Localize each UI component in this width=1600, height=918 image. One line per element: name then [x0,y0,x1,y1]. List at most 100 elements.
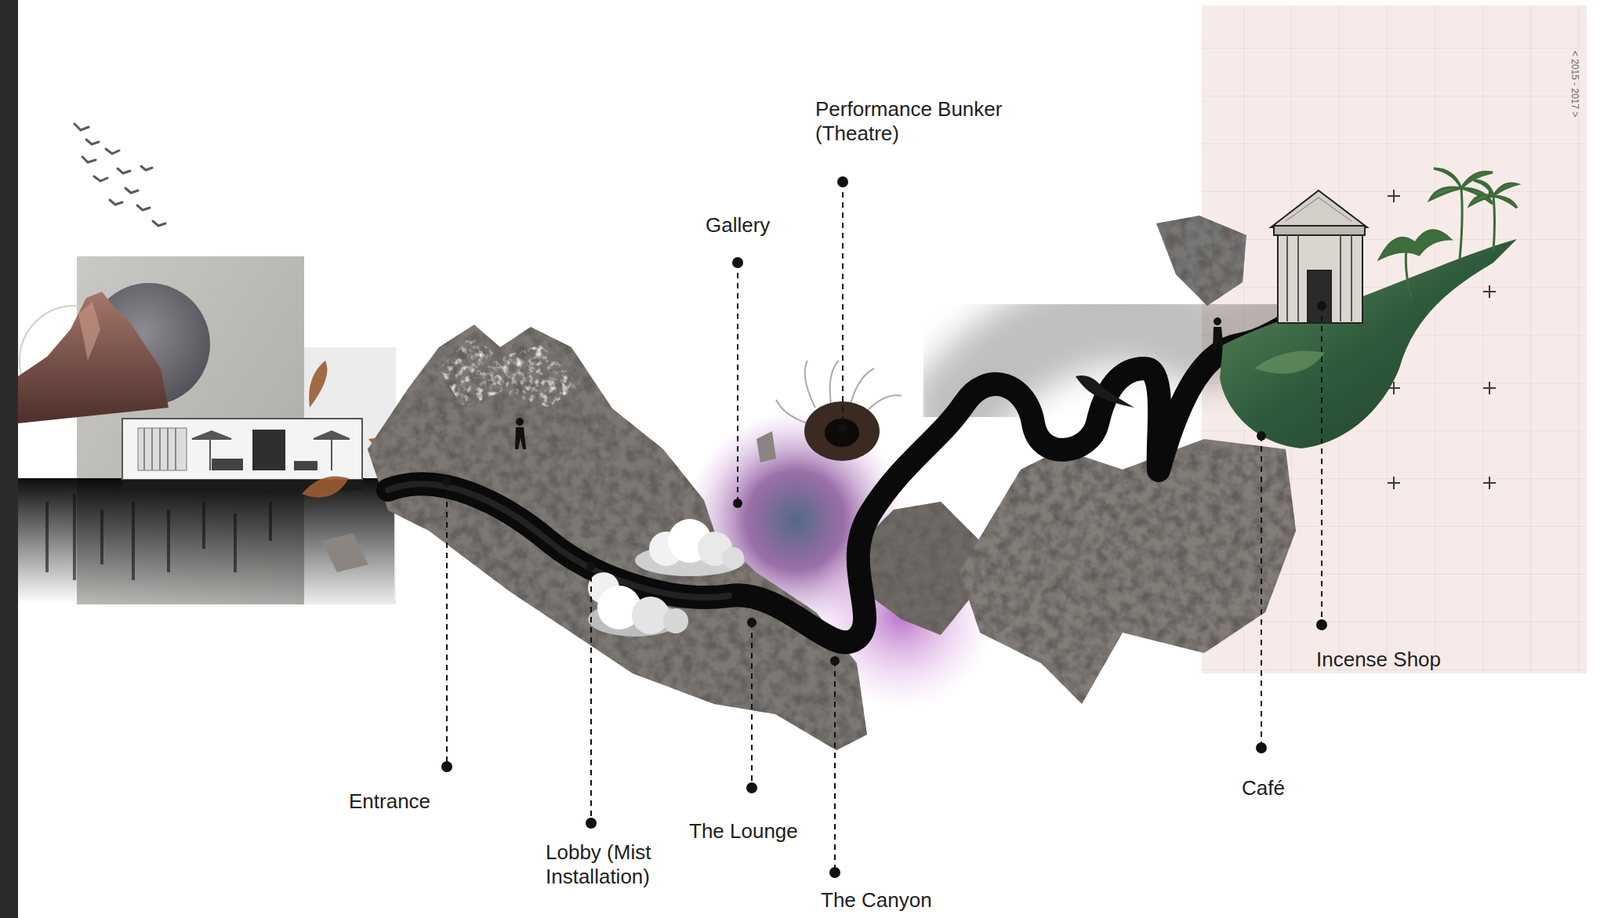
clouds [634,518,745,577]
cafe-landscape [1379,230,1451,259]
clouds [663,608,689,634]
cafe-landscape [1277,235,1363,323]
figures [515,427,527,450]
callout-label: Café [1241,776,1285,801]
birds [74,123,89,131]
rock-terrain [321,215,1296,751]
cafe-landscape [1285,197,1352,222]
entrance-collage [252,429,286,471]
callout-label: Lobby (Mist Installation) [545,840,742,889]
leader-dots [838,424,848,434]
leader-dots [585,817,597,829]
performance-bunker [824,418,860,447]
leader-lines [736,262,739,504]
leader-lines [841,181,844,429]
rock-terrain [439,337,581,408]
leader-lines [834,660,836,873]
clouds [587,518,745,637]
callout-label: The Canyon [820,888,933,913]
leader-dots [1255,742,1267,754]
entrance-collage [313,431,350,471]
cafe-landscape [1254,351,1325,374]
leader-dots [1316,619,1328,631]
cafe-landscape [1219,168,1517,449]
performance-bunker [776,360,902,461]
entrance-collage [47,493,271,581]
birds [74,123,166,226]
birds [82,156,96,163]
leader-dots [829,867,841,879]
callout-label: The Lounge [689,819,799,844]
birds [109,199,123,205]
cafe-landscape [1287,235,1352,322]
cafe-landscape [1307,270,1332,323]
figures [515,317,1224,450]
leader-dots [441,761,453,773]
leader-lines [446,481,448,767]
leader-dots [1256,431,1267,441]
rock-terrain [367,324,868,751]
leader-lines [590,565,592,824]
callout-label: Incense Shop [1316,647,1441,672]
birds [141,166,153,171]
birds [152,221,166,226]
figures [515,417,524,426]
entrance-collage [18,478,395,604]
entrance-collage [47,493,271,581]
rock-terrain [959,439,1296,704]
figures [1075,375,1135,408]
grid-panel [1387,476,1496,490]
figures [1212,326,1224,351]
clouds [587,572,689,637]
leader-dots [441,176,1328,879]
winding-path [388,313,1294,643]
grid-panel [1387,381,1496,395]
birds [117,168,131,174]
winding-path [388,321,1294,643]
clouds [721,547,744,570]
entrance-collage [137,428,187,471]
cafe-landscape [1270,190,1368,228]
birds [137,205,150,211]
leader-lines [751,622,753,788]
callout-label: Gallery [705,213,770,238]
leader-dots [830,656,840,666]
winding-path [388,483,730,598]
birds [125,188,138,193]
leader-dots [586,561,596,571]
entrance-collage [18,256,440,605]
leader-lines [446,181,1322,873]
leader-dots [732,257,744,269]
cafe-landscape [1469,180,1517,208]
rock-terrain [321,533,369,573]
leader-dots [837,176,849,188]
entrance-collage [301,476,349,498]
leader-dots [732,498,743,508]
entrance-collage [308,360,327,408]
cafe-landscape [1379,168,1517,298]
leader-dots [746,782,758,794]
edge-strip [0,0,19,918]
figures [1213,317,1222,326]
birds [86,139,99,145]
entrance-collage [144,428,176,471]
leader-lines [1320,305,1323,625]
leader-dots [1317,301,1327,311]
rock-terrain [367,324,868,751]
cafe-landscape [1273,225,1365,236]
entrance-collage [122,418,363,480]
cafe-landscape [1219,239,1517,449]
leader-dots [442,476,452,487]
entrance-collage [211,458,244,471]
rock-terrain [756,431,777,463]
birds [94,176,108,182]
cafe-landscape [1493,195,1495,251]
cafe-landscape [1270,190,1368,323]
entrance-collage [144,428,176,471]
date-note: < 2015 - 2017 > [1569,44,1581,124]
callout-label: Entrance [348,789,431,814]
birds [105,148,120,154]
clouds [631,596,670,635]
